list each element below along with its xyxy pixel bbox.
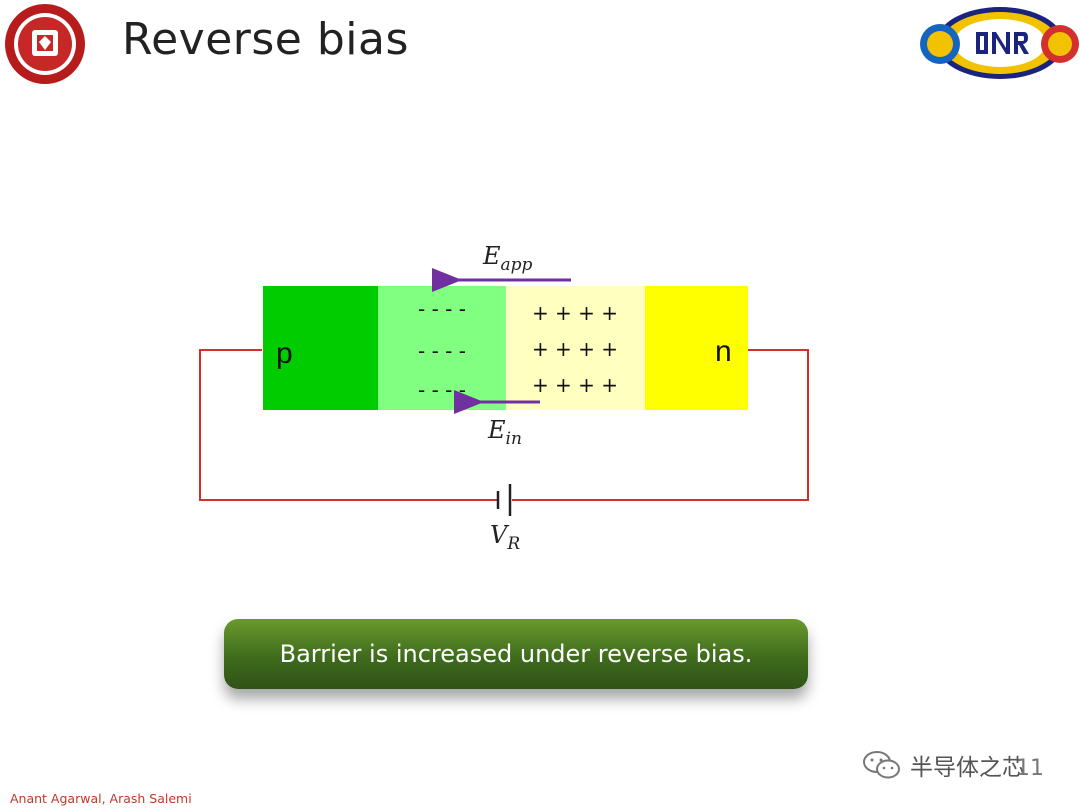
page-number: 11 <box>1016 756 1044 781</box>
ohio-state-seal-logo <box>5 4 85 84</box>
n-label: n <box>715 335 732 368</box>
e-in-label: Ein <box>487 416 522 449</box>
positive-charge-row: + + + + <box>532 301 618 325</box>
p-label: p <box>276 337 293 370</box>
positive-charge-row: + + + + <box>532 373 618 397</box>
p-region <box>263 286 378 410</box>
n-region <box>645 286 748 410</box>
wechat-icon <box>863 751 900 779</box>
depletion-region-n-side <box>506 286 645 410</box>
circuit-wire <box>199 349 809 501</box>
battery-symbol <box>496 484 512 516</box>
negative-charge-row: - - - - <box>418 297 466 321</box>
v-r-label: VR <box>490 521 520 554</box>
negative-charge-row: - - - - <box>418 378 466 402</box>
callout-text: Barrier is increased under reverse bias. <box>279 640 753 668</box>
conclusion-callout: Barrier is increased under reverse bias. <box>224 619 808 689</box>
negative-charge-row: - - - - <box>418 339 466 363</box>
author-credit: Anant Agarwal, Arash Salemi <box>10 791 192 806</box>
slide-title: Reverse bias <box>122 14 409 65</box>
depletion-region-p-side <box>378 286 506 410</box>
onr-logo <box>920 7 1079 79</box>
positive-charge-row: + + + + <box>532 337 618 361</box>
wechat-watermark: 半导体之芯 <box>862 748 1025 782</box>
e-app-label: Eapp <box>482 242 533 275</box>
watermark-text: 半导体之芯 <box>910 755 1025 781</box>
